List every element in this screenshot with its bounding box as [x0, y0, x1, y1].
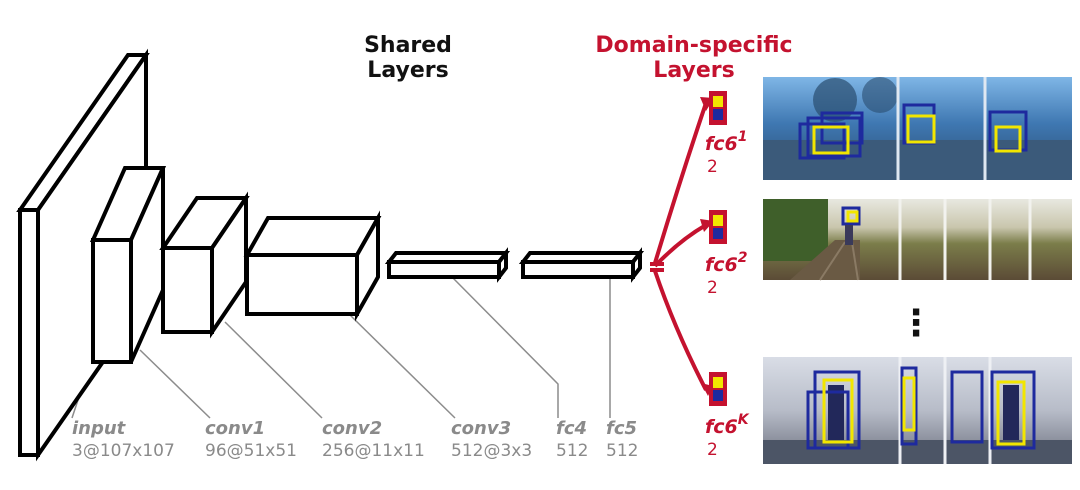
fc5-label: fc5	[606, 418, 637, 439]
fc6-k-dims: 2	[707, 440, 718, 460]
shared-layers-title-line2: Layers	[367, 58, 448, 83]
fc6-k-label: fc6K	[705, 412, 750, 438]
fc6-2-label: fc62	[705, 250, 748, 276]
fc6-2-output-icon	[709, 210, 727, 244]
branch-k: fc6K 2	[705, 357, 1072, 464]
layer-labels: input 3@107x107 conv1 96@51x51 conv2 256…	[72, 418, 638, 461]
branch-arrows	[650, 97, 714, 396]
fc6-1-label: fc61	[705, 129, 748, 155]
fc6-k-output-icon	[709, 372, 727, 406]
domain-specific-title-line1: Domain-specific	[595, 33, 792, 58]
conv2-layer-block	[159, 191, 250, 339]
leader-lines	[71, 276, 611, 419]
fc5-dims: 512	[606, 441, 638, 461]
conv1-dims: 96@51x51	[205, 441, 297, 461]
conv2-dims: 256@11x11	[322, 441, 425, 461]
hallway-scene-thumbnail	[763, 357, 1072, 464]
fc4-dims: 512	[556, 441, 588, 461]
conv3-dims: 512@3x3	[451, 441, 532, 461]
shared-layers-title-line1: Shared	[364, 33, 452, 58]
conv3-layer-block	[243, 210, 382, 322]
street-scene-thumbnail	[763, 77, 1072, 180]
input-label: input	[72, 418, 127, 439]
fc6-1-output-icon	[709, 91, 727, 125]
fc4-label: fc4	[556, 418, 587, 439]
conv2-label: conv2	[322, 418, 382, 439]
domain-specific-title-line2: Layers	[653, 58, 734, 83]
railway-scene-thumbnail	[763, 199, 1072, 281]
more-branches-ellipsis: ⋮	[898, 303, 934, 344]
branch-2: fc62 2	[705, 199, 1072, 298]
fc5-layer-block	[518, 247, 645, 283]
branch-1: fc61 2	[705, 77, 1072, 180]
conv1-label: conv1	[205, 418, 265, 439]
fc6-1-dims: 2	[707, 157, 718, 177]
fc6-2-dims: 2	[707, 278, 718, 298]
fc4-layer-block	[384, 247, 511, 283]
conv3-label: conv3	[451, 418, 511, 439]
input-dims: 3@107x107	[72, 441, 175, 461]
